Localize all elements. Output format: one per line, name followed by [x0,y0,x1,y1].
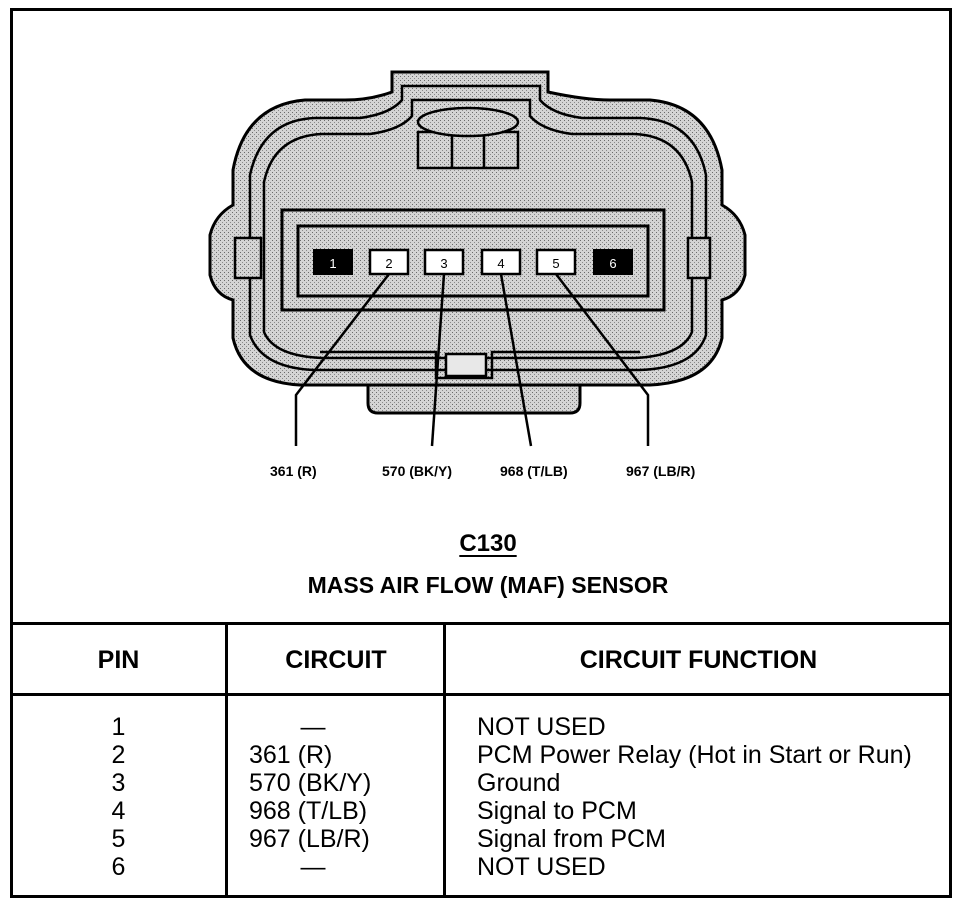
wire-label-361: 361 (R) [270,463,317,479]
table-cell-pin: 5 [111,825,126,853]
wires [294,273,650,447]
pin-3: 3 [423,248,465,276]
table-cell-pin: 6 [111,853,126,881]
pin-2-label: 2 [385,256,392,271]
table-cell-circuit: 968 (T/LB) [249,797,368,825]
wire-570 [430,273,446,447]
pin-header: PIN [97,646,140,674]
wire-968 [499,273,533,447]
table-header-divider [10,693,952,696]
table-col-divider [443,622,446,898]
pin-6: 6 [593,249,633,275]
pin-5-label: 5 [552,256,559,271]
connector-id: C130 [0,530,976,558]
connector-diagram: 1 2 3 4 5 6 [208,70,747,447]
table-cell-circuit: — [300,853,326,881]
circuit-header: CIRCUIT [285,646,387,674]
table-cell-pin: 3 [111,769,126,797]
pin-6-label: 6 [609,256,616,271]
table-cell-function: NOT USED [477,713,606,741]
pin-4-label: 4 [497,256,504,271]
table-top-border [10,622,952,625]
function-column: CIRCUIT FUNCTION NOT USED PCM Power Rela… [445,622,952,898]
wire-label-967: 967 (LB/R) [626,463,696,479]
table-col-divider [225,622,228,898]
wire-361 [294,273,390,446]
pin-1: 1 [313,249,353,275]
table-cell-function: Ground [477,769,561,797]
table-cell-circuit: 361 (R) [249,741,333,769]
pin-4: 4 [480,248,522,276]
wire-967 [555,273,650,446]
table-cell-circuit: 570 (BK/Y) [249,769,372,797]
table-cell-pin: 1 [111,713,126,741]
connector-id-text: C130 [459,530,517,557]
function-header: CIRCUIT FUNCTION [579,646,818,674]
pin-1-label: 1 [329,256,336,271]
connector-housing [208,70,747,387]
table-cell-pin: 4 [111,797,126,825]
connector-name: MASS AIR FLOW (MAF) SENSOR [307,572,669,598]
table-cell-pin: 2 [111,741,126,769]
wire-label-570: 570 (BK/Y) [382,463,453,479]
table-cell-function: NOT USED [477,853,606,881]
table-cell-function: PCM Power Relay (Hot in Start or Run) [477,741,912,769]
pin-3-label: 3 [440,256,447,271]
table-cell-function: Signal to PCM [477,797,637,825]
pin-2: 2 [368,248,410,276]
diagram-frame [10,8,952,898]
pin-5: 5 [535,248,577,276]
circuit-column: CIRCUIT — 361 (R) 570 (BK/Y) 968 (T/LB) … [227,622,445,898]
wire-label-968: 968 (T/LB) [500,463,568,479]
table-cell-circuit: 967 (LB/R) [249,825,370,853]
table-cell-circuit: — [300,713,326,741]
pin-column: PIN 1 2 3 4 5 6 [10,622,227,898]
table-cell-function: Signal from PCM [477,825,666,853]
pin-table: PIN 1 2 3 4 5 6 CIRCUIT — 361 (R) 570 (B… [10,622,952,898]
